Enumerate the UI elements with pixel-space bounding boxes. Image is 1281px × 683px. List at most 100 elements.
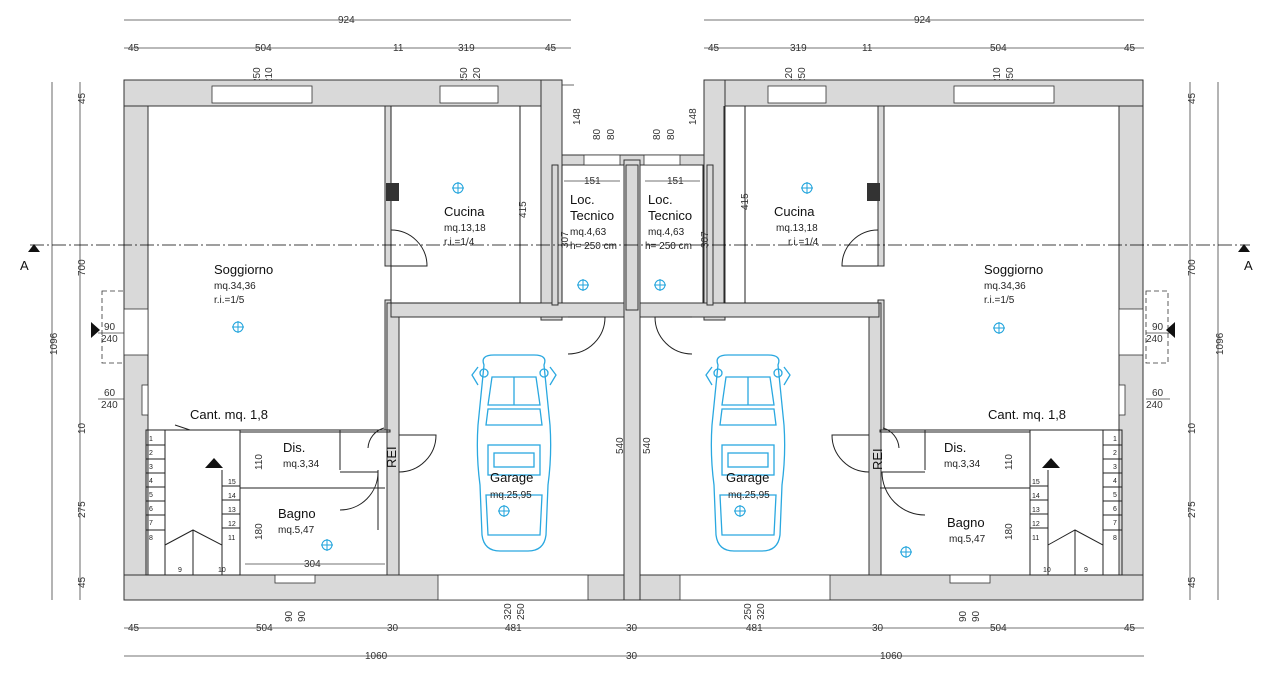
room-name-cant-right: Cant. mq. 1,8 <box>988 407 1066 422</box>
dim-side-win-right-60: 60 <box>1152 388 1164 399</box>
stair-number: 11 <box>228 535 235 542</box>
dim-bot-mid-30: 30 <box>626 623 638 634</box>
dim-bot-garage-left-a: 320 <box>503 603 514 620</box>
dim-tech-left-148: 148 <box>572 108 583 125</box>
dim-win-cuc-right-b: 250 <box>797 67 808 84</box>
dim-bot-right-45: 45 <box>1124 623 1136 634</box>
dim-garage-h-right: 540 <box>642 437 653 454</box>
dim-side-win-right-240a: 240 <box>1146 334 1163 345</box>
stair-number: 3 <box>149 464 153 471</box>
room-name-loc-right-2: Tecnico <box>648 208 692 223</box>
stair-number: 2 <box>1113 450 1117 457</box>
dim-loc-w-left: 151 <box>584 176 601 187</box>
dim-top-left-319: 319 <box>458 43 475 54</box>
dim-cucina-h-left: 415 <box>518 201 529 218</box>
dim-side-left-45b: 45 <box>77 576 88 588</box>
dim-top-right-11: 11 <box>862 43 873 54</box>
dim-bot-win-bagno-right-a: 90 <box>958 610 969 622</box>
stair-number: 14 <box>228 493 236 500</box>
stair-number: 4 <box>149 478 153 485</box>
stair-number: 5 <box>1113 492 1117 499</box>
stair-number: 10 <box>218 567 226 574</box>
stair-number: 1 <box>1113 436 1117 443</box>
dim-win-cuc-left-a: 250 <box>459 67 470 84</box>
dim-bagno-h-right: 180 <box>1004 523 1015 540</box>
section-label-right: A <box>1244 258 1253 273</box>
dim-top-left-11: 11 <box>393 43 404 54</box>
stairs-right <box>1029 429 1123 576</box>
doors <box>339 229 926 516</box>
rei-label-right: REI <box>870 448 885 470</box>
dim-top-left-504: 504 <box>255 43 272 54</box>
dim-side-total-left: 1096 <box>49 332 60 355</box>
room-name-cant-left: Cant. mq. 1,8 <box>190 407 268 422</box>
room-area-soggiorno-right: mq.34,36 <box>984 281 1026 292</box>
stair-numbers-right: 15 14 13 12 11 1 2 3 4 5 6 7 8 10 9 <box>1032 436 1117 574</box>
dim-side-win-right-90: 90 <box>1152 322 1164 333</box>
top-dimensions <box>124 19 1144 86</box>
room-area-dis-left: mq.3,34 <box>283 459 320 470</box>
dim-bot-right-504: 504 <box>990 623 1007 634</box>
dim-side-right-700: 700 <box>1187 259 1198 276</box>
dim-top-right-504: 504 <box>990 43 1007 54</box>
dim-side-win-left-90: 90 <box>104 322 116 333</box>
dim-side-total-right: 1096 <box>1215 332 1226 355</box>
dim-side-right-275: 275 <box>1187 501 1198 518</box>
room-name-dis-left: Dis. <box>283 440 305 455</box>
room-h-loc-left: h= 250 cm <box>570 241 617 252</box>
room-area-dis-right: mq.3,34 <box>944 459 981 470</box>
dim-loc-h-right: 307 <box>700 231 711 248</box>
room-center-marker-icon <box>232 182 1005 558</box>
dim-tech-right-80b: 80 <box>666 128 677 140</box>
room-name-garage-right: Garage <box>726 470 769 485</box>
room-ri-soggiorno-left: r.i.=1/5 <box>214 295 245 306</box>
dim-win-sogg-left-b: 210 <box>264 67 275 84</box>
room-name-garage-left: Garage <box>490 470 533 485</box>
side-dimensions <box>51 82 1219 600</box>
dim-side-right-45a: 45 <box>1187 92 1198 104</box>
dim-side-win-left-60: 60 <box>104 388 116 399</box>
room-name-cucina-left: Cucina <box>444 204 485 219</box>
dim-bot-left-30: 30 <box>387 623 399 634</box>
dim-bot-garage-right-b: 320 <box>756 603 767 620</box>
stair-number: 15 <box>1032 479 1040 486</box>
dim-bot-win-bagno-right-b: 90 <box>971 610 982 622</box>
dim-bot-garage-right-a: 250 <box>743 603 754 620</box>
dim-side-right-10: 10 <box>1187 422 1198 434</box>
stair-number: 12 <box>228 521 236 528</box>
room-ri-cucina-right: r.i.=1/4 <box>788 237 819 248</box>
stair-number: 6 <box>149 506 153 513</box>
room-name-loc-right-1: Loc. <box>648 192 673 207</box>
stair-numbers-left: 1 2 3 4 5 6 7 8 15 14 13 12 11 9 10 <box>149 436 236 574</box>
section-arrow-icon <box>28 244 40 252</box>
stair-number: 9 <box>178 567 182 574</box>
dim-top-total-left: 924 <box>338 15 355 26</box>
dim-side-win-right-240b: 240 <box>1146 400 1163 411</box>
dim-bot-win-bagno-left-b: 90 <box>297 610 308 622</box>
walls <box>123 79 1144 601</box>
room-name-soggiorno-right: Soggiorno <box>984 262 1043 277</box>
room-area-cucina-left: mq.13,18 <box>444 223 486 234</box>
dim-dis-h-left: 110 <box>254 454 265 470</box>
dim-loc-w-right: 151 <box>667 176 684 187</box>
dim-tech-right-148: 148 <box>688 108 699 125</box>
stair-number: 14 <box>1032 493 1040 500</box>
dim-win-sogg-right-a: 210 <box>992 67 1003 84</box>
dim-top-right-45b: 45 <box>1124 43 1136 54</box>
section-arrow-icon <box>1238 244 1250 252</box>
bottom-dimensions <box>124 627 1144 657</box>
dim-tech-left-80a: 80 <box>592 128 603 140</box>
stair-number: 10 <box>1043 567 1051 574</box>
room-area-garage-right: mq.25,95 <box>728 490 770 501</box>
dim-top-right-319: 319 <box>790 43 807 54</box>
windows <box>123 85 1144 601</box>
room-name-bagno-left: Bagno <box>278 506 316 521</box>
stair-number: 2 <box>149 450 153 457</box>
dim-tech-left-80b: 80 <box>606 128 617 140</box>
dim-bot-left-481: 481 <box>505 623 522 634</box>
dim-cucina-h-right: 415 <box>740 193 751 210</box>
room-area-soggiorno-left: mq.34,36 <box>214 281 256 292</box>
room-ri-soggiorno-right: r.i.=1/5 <box>984 295 1015 306</box>
room-area-cucina-right: mq.13,18 <box>776 223 818 234</box>
